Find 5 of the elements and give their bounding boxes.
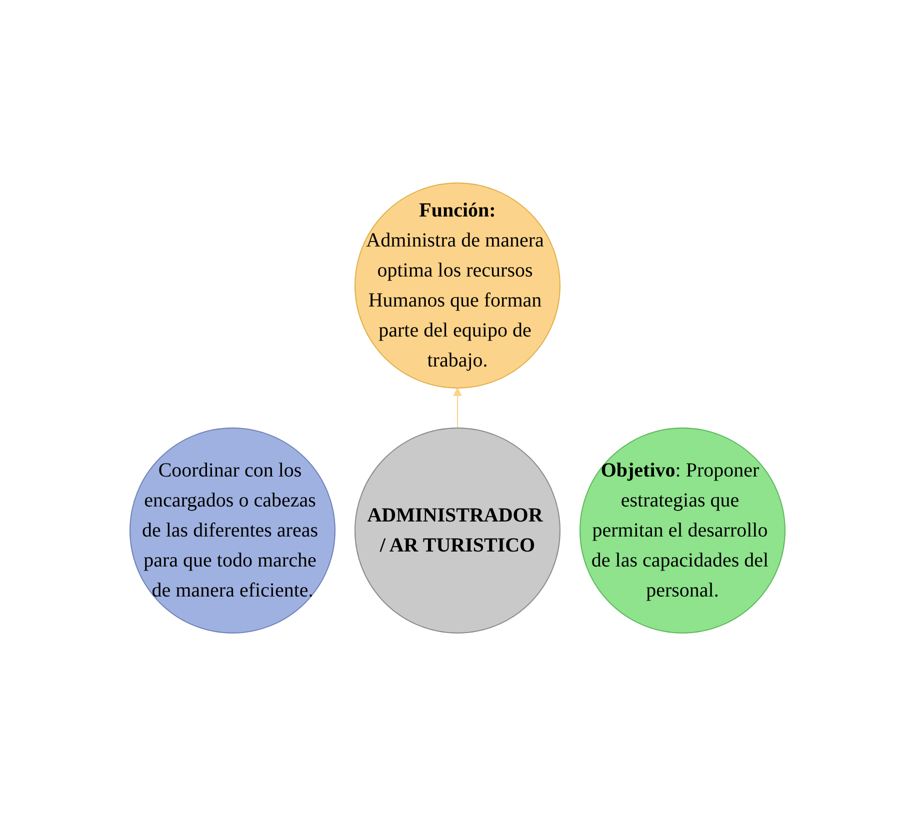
node-circle: ADMINISTRADOR / AR TURISTICO — [354, 428, 560, 634]
arrow — [453, 388, 462, 428]
node-circle: Función: Administra de manera optima los recursos Humanos que forman parte del equipo de trabajo. — [354, 182, 560, 388]
node-circle: Objetivo: Proponer estrategias que permitan el desarrollo de las capacidades del personal. — [580, 428, 786, 634]
node-circle: Coordinar con los encargados o cabezas de las diferentes areas para que todo marche de manera eficiente. — [130, 428, 336, 634]
